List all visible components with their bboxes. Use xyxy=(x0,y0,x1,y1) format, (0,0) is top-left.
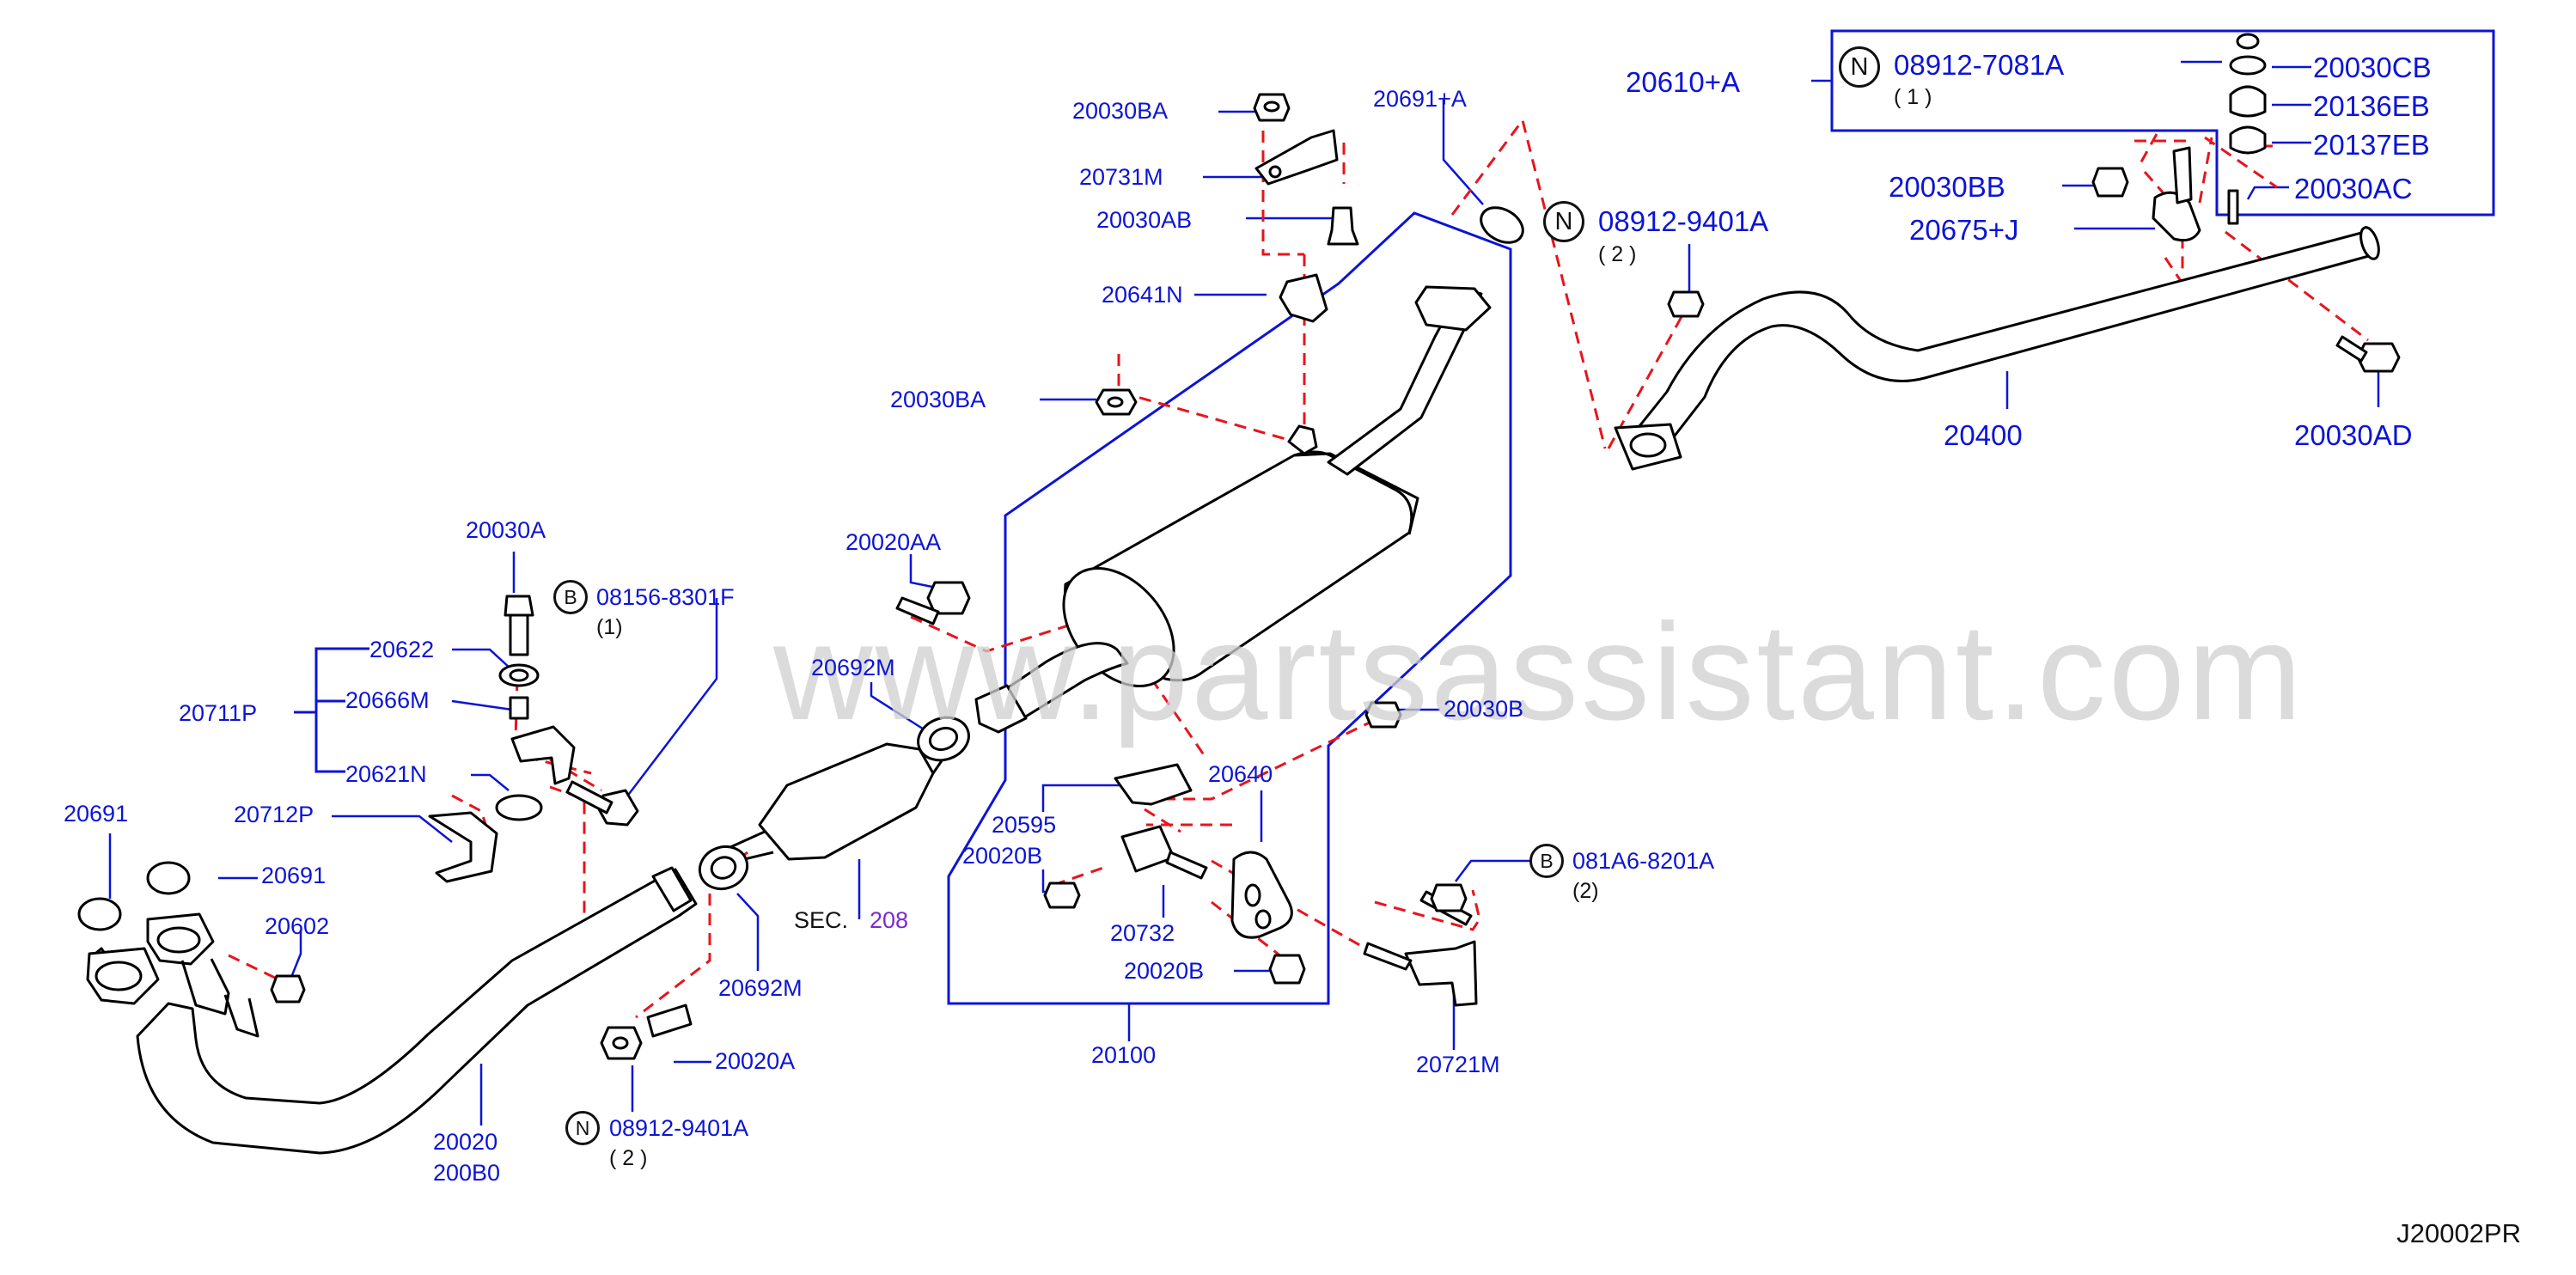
badge-badge-N-9401A-top: N xyxy=(1543,201,1584,242)
part-number-20595[interactable]: 20595 xyxy=(992,812,1057,838)
bracket-20711P xyxy=(294,647,369,773)
part-number-20602[interactable]: 20602 xyxy=(265,913,330,939)
badge-badge-N-9401A-bottom: N xyxy=(565,1111,600,1145)
quantity-qty-08912-7081A: ( 1 ) xyxy=(1894,85,1932,109)
clamp-20675J xyxy=(2152,191,2201,242)
quantity-qty-081A6: (2) xyxy=(1572,879,1599,903)
part-number-20030BA-mid[interactable]: 20030BA xyxy=(890,387,986,412)
part-number-08912-7081A[interactable]: 08912-7081A xyxy=(1894,49,2065,81)
part-number-200B0[interactable]: 200B0 xyxy=(433,1160,501,1186)
part-number-20137EB[interactable]: 20137EB xyxy=(2313,129,2430,161)
gasket-20692M-bottom xyxy=(698,845,749,891)
tailpipe-end xyxy=(2359,226,2380,260)
bracket-20712P xyxy=(428,811,498,883)
bolt-20732 xyxy=(1165,851,1208,880)
part-number-20030CB[interactable]: 20030CB xyxy=(2313,52,2432,83)
part-number-20030AD[interactable]: 20030AD xyxy=(2294,419,2413,451)
part-number-20136EB[interactable]: 20136EB xyxy=(2313,90,2430,122)
quantity-qty-08912-bottom: ( 2 ) xyxy=(609,1146,648,1170)
part-number-20030B-right[interactable]: 20030B xyxy=(1444,696,1524,722)
quantity-qty-08156: (1) xyxy=(596,615,623,639)
insulator-20640 xyxy=(1230,851,1293,939)
badge-badge-B-081A6: B xyxy=(1529,844,1564,878)
bolt-20721M xyxy=(1363,942,1413,971)
part-number-20732[interactable]: 20732 xyxy=(1110,920,1175,946)
muffler-hanger xyxy=(1287,424,1318,455)
part-number-20691-mid[interactable]: 20691 xyxy=(261,863,327,888)
front-pipe-20020 xyxy=(136,868,698,1155)
part-number-08912-9401A-top[interactable]: 08912-9401A xyxy=(1598,205,1769,237)
part-number-20020A[interactable]: 20020A xyxy=(715,1048,796,1074)
group-box-20610A xyxy=(1830,29,2495,217)
part-number-20030A[interactable]: 20030A xyxy=(466,517,546,543)
outlet-flange xyxy=(1414,285,1492,332)
diagram-code: J20002PR xyxy=(2396,1218,2521,1248)
part-number-20100[interactable]: 20100 xyxy=(1091,1042,1157,1068)
part-number-20666M[interactable]: 20666M xyxy=(345,687,430,713)
mount-20721M xyxy=(1404,940,1478,1007)
part-drawings xyxy=(77,33,2401,1155)
badge-badge-N-7081A: N xyxy=(1839,46,1880,88)
group-box-20100 xyxy=(947,211,1512,1005)
part-number-08156-8301F[interactable]: 08156-8301F xyxy=(596,584,735,610)
section-link-208[interactable]: 208 xyxy=(870,907,909,933)
bracket-20711P xyxy=(510,725,576,785)
bracket-20595 xyxy=(1114,763,1193,806)
part-number-20731M[interactable]: 20731M xyxy=(1079,164,1163,190)
watermark: www.partsassistant.com xyxy=(773,595,2305,748)
part-number-081A6-8201A[interactable]: 081A6-8201A xyxy=(1572,848,1715,874)
part-number-20641N[interactable]: 20641N xyxy=(1102,282,1183,308)
muffler-inlet-pipe xyxy=(986,642,1129,723)
part-number-20030AC[interactable]: 20030AC xyxy=(2294,173,2413,204)
tailpipe-flange xyxy=(1614,423,1682,471)
part-number-20621N[interactable]: 20621N xyxy=(345,761,427,787)
part-number-20030BB[interactable]: 20030BB xyxy=(1889,171,2005,203)
gasket-20692M-top xyxy=(917,716,970,762)
part-number-20020[interactable]: 20020 xyxy=(433,1129,498,1155)
part-number-20020B-top[interactable]: 20020B xyxy=(962,843,1043,869)
part-number-20030BA-top[interactable]: 20030BA xyxy=(1072,98,1169,124)
badge-badge-B-08156: B xyxy=(553,580,588,614)
inlet-flange xyxy=(974,684,1028,734)
part-number-20691-left[interactable]: 20691 xyxy=(64,801,129,827)
part-number-20400[interactable]: 20400 xyxy=(1944,419,2023,451)
section-prefix: SEC. xyxy=(794,907,849,933)
front-pipe-flange-right xyxy=(146,912,215,966)
part-number-20712P[interactable]: 20712P xyxy=(234,802,314,827)
quantity-qty-08912-top: ( 2 ) xyxy=(1598,242,1637,266)
fasteners xyxy=(77,33,2401,1060)
part-number-20692M-bottom[interactable]: 20692M xyxy=(718,975,803,1001)
part-number-20721M[interactable]: 20721M xyxy=(1416,1052,1500,1077)
part-number-08912-9401A-bottom[interactable]: 08912-9401A xyxy=(609,1115,749,1141)
part-number-20030AB[interactable]: 20030AB xyxy=(1096,207,1193,233)
part-number-20691A[interactable]: 20691+A xyxy=(1373,86,1467,112)
group-outlines xyxy=(294,29,2495,1005)
part-number-20020B-bottom[interactable]: 20020B xyxy=(1124,958,1205,984)
leader-lines xyxy=(108,60,2380,1126)
part-number-20675J[interactable]: 20675+J xyxy=(1909,214,2019,246)
muffler-outlet-pipe xyxy=(1327,287,1483,476)
part-number-20610A[interactable]: 20610+A xyxy=(1626,66,1741,98)
part-number-20020AA[interactable]: 20020AA xyxy=(845,529,942,555)
part-number-20711P[interactable]: 20711P xyxy=(179,700,258,726)
part-number-20640[interactable]: 20640 xyxy=(1208,761,1273,787)
part-number-20622[interactable]: 20622 xyxy=(369,637,435,662)
front-pipe-flange-left xyxy=(86,947,160,1005)
part-number-20692M-top[interactable]: 20692M xyxy=(811,655,895,680)
